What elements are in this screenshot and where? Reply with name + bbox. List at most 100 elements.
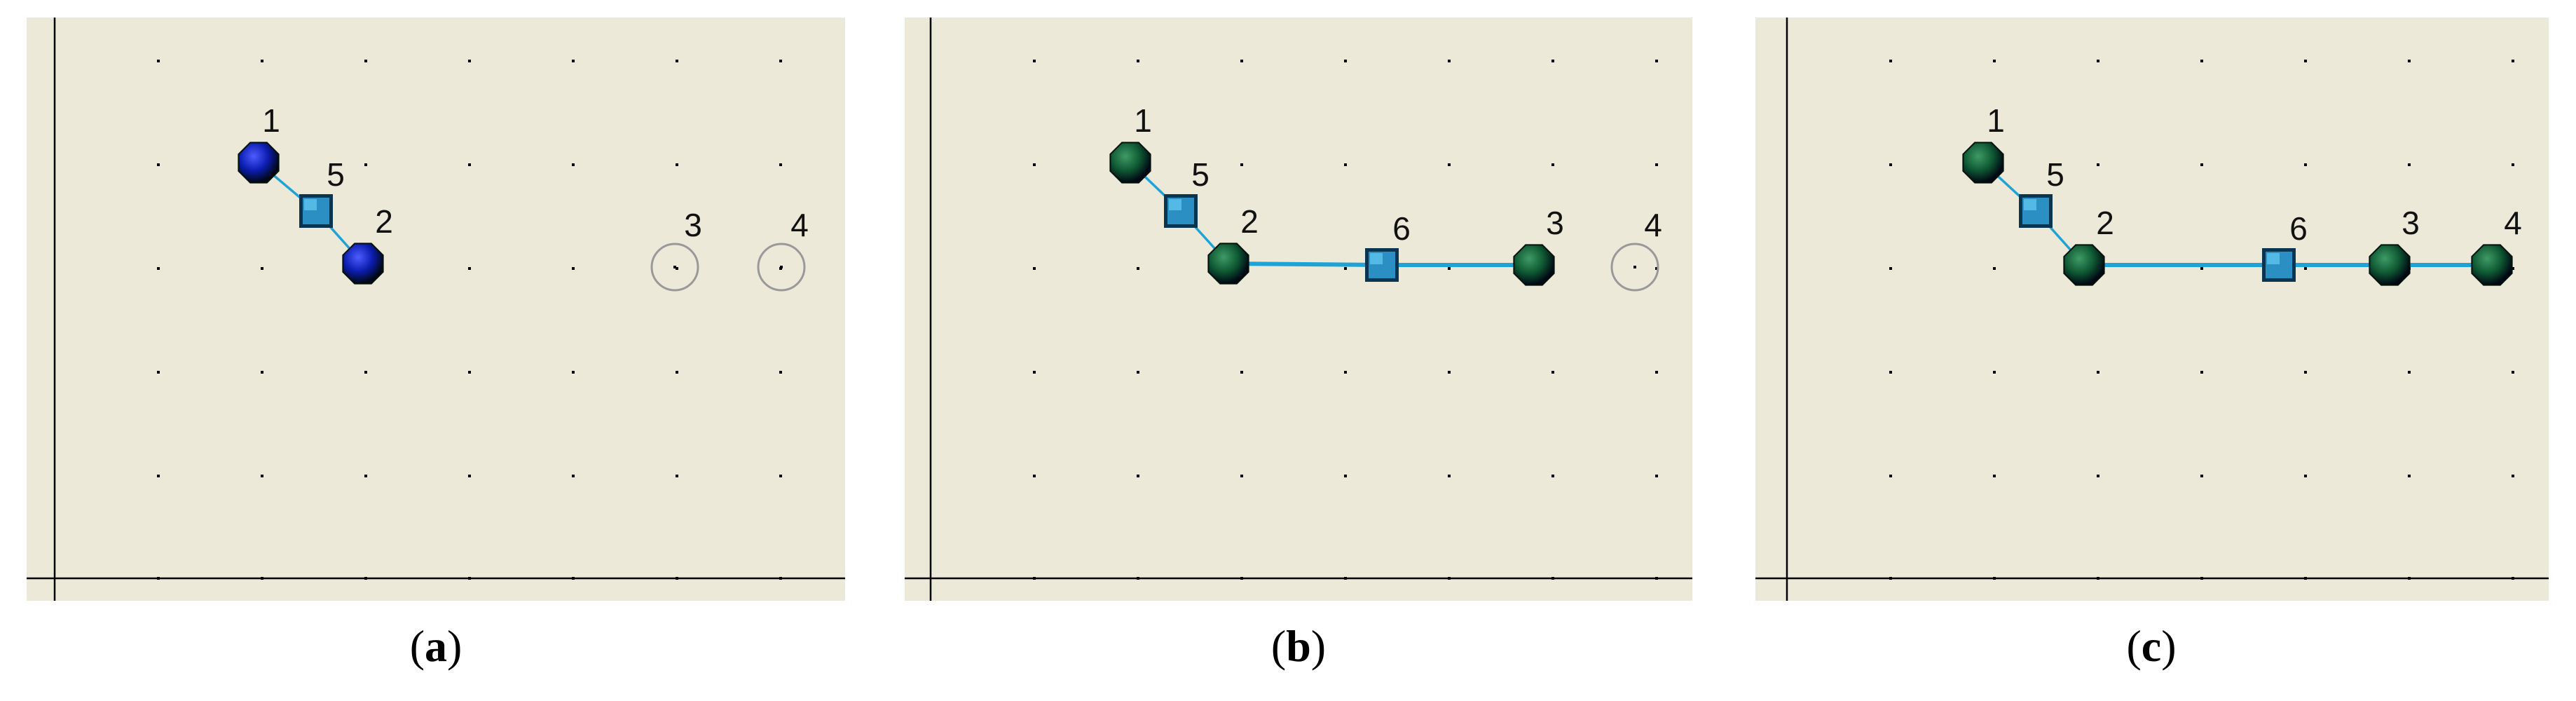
placeholder-node-3[interactable]: 3 [650, 207, 702, 292]
junction-square-6[interactable]: 6 [2262, 210, 2308, 282]
grid-dot [1889, 60, 1892, 62]
junction-square-6[interactable]: 6 [1365, 210, 1411, 282]
node-label-4: 4 [2504, 205, 2522, 241]
grid-dots [1889, 60, 2514, 580]
panel-background [27, 18, 845, 601]
grid-dot [1033, 163, 1036, 166]
grid-dot [1655, 163, 1658, 166]
grid-dot [1033, 60, 1036, 62]
grid-dot [468, 475, 471, 477]
edge-2-6[interactable] [1228, 261, 1383, 267]
grid-dot [2200, 371, 2203, 374]
placeholder-node-4[interactable]: 4 [757, 207, 809, 292]
grid-dot [2097, 163, 2099, 166]
square-highlight [2267, 253, 2280, 264]
placeholder-center [780, 266, 783, 268]
grid-dot [2512, 60, 2514, 62]
grid-dot [1993, 267, 1996, 270]
grid-dot [1551, 163, 1554, 166]
grid-dot [261, 371, 263, 374]
grid-dot [1240, 371, 1243, 374]
grid-dot [1993, 371, 1996, 374]
grid-dot [157, 163, 160, 166]
junction-square-5[interactable]: 5 [2019, 156, 2064, 228]
grid-dot [2200, 60, 2203, 62]
node-2[interactable]: 2 [1207, 203, 1259, 285]
grid-dot [1448, 163, 1451, 166]
grid-dot [1344, 163, 1347, 166]
grid-dot [1137, 60, 1139, 62]
grid-dot [2512, 163, 2514, 166]
grid-dot [468, 60, 471, 62]
node-2[interactable]: 2 [342, 203, 393, 285]
grid-dot [2512, 267, 2514, 270]
grid-dot [1655, 60, 1658, 62]
grid-dot [1889, 475, 1892, 477]
grid-dot [364, 475, 367, 477]
placeholder-ring [650, 243, 699, 292]
grid-dot [2097, 475, 2099, 477]
grid-dot [1655, 475, 1658, 477]
grid-dot [261, 267, 263, 270]
grid-dot [1448, 475, 1451, 477]
grid-dot [676, 163, 678, 166]
panel-a-canvas: 152 3 4 [27, 18, 845, 601]
node-1[interactable]: 1 [238, 102, 280, 184]
grid-dot [1344, 267, 1347, 270]
node-label-4: 4 [790, 207, 809, 243]
grid-dot [468, 163, 471, 166]
grid-dot [1655, 267, 1658, 270]
grid-dot [1344, 60, 1347, 62]
node-label-5: 5 [2046, 156, 2064, 193]
grid-dot [572, 267, 575, 270]
grid-dot [1344, 475, 1347, 477]
node-label-1: 1 [262, 102, 280, 139]
grid-dot [2512, 475, 2514, 477]
grid-dot [779, 371, 782, 374]
junction-square-5[interactable]: 5 [1164, 156, 1210, 228]
grid-dot [1240, 60, 1243, 62]
node-3[interactable]: 3 [2369, 205, 2420, 286]
panel-c: 1 5 2 6 3 4 [1755, 18, 2549, 601]
grid-dot [676, 60, 678, 62]
node-shape [1513, 244, 1555, 286]
grid-dot [2408, 371, 2411, 374]
node-shape [2369, 244, 2411, 286]
grid-dot [1993, 60, 1996, 62]
node-label-6: 6 [2289, 210, 2308, 247]
placeholder-node-4[interactable]: 4 [1610, 207, 1662, 292]
grid-dot [676, 371, 678, 374]
grid-dot [2304, 371, 2307, 374]
grid-dot [1137, 371, 1139, 374]
node-4[interactable]: 4 [2471, 205, 2522, 286]
placeholder-ring [1610, 243, 1659, 292]
node-3[interactable]: 3 [1513, 205, 1564, 286]
node-shape [2471, 244, 2513, 286]
grid-dot [1448, 60, 1451, 62]
grid-dot [1137, 267, 1139, 270]
grid-dot [261, 60, 263, 62]
grid-dot [364, 371, 367, 374]
node-2[interactable]: 2 [2063, 205, 2114, 286]
node-1[interactable]: 1 [1109, 102, 1152, 184]
grid-dot [1551, 475, 1554, 477]
panel-background [905, 18, 1692, 601]
junction-square-5[interactable]: 5 [299, 156, 345, 228]
grid-dot [1240, 163, 1243, 166]
grid-dot [157, 267, 160, 270]
node-1[interactable]: 1 [1962, 102, 2005, 184]
grid-dot [2512, 371, 2514, 374]
node-label-2: 2 [1240, 203, 1259, 240]
node-label-1: 1 [1987, 102, 2005, 139]
placeholder-center [673, 266, 676, 268]
grid-dot [1033, 267, 1036, 270]
grid-dot [261, 475, 263, 477]
nodes: 152 3 4 [238, 102, 809, 292]
grid-dot [1993, 475, 1996, 477]
square-highlight [1370, 253, 1383, 264]
node-label-5: 5 [1191, 156, 1210, 193]
